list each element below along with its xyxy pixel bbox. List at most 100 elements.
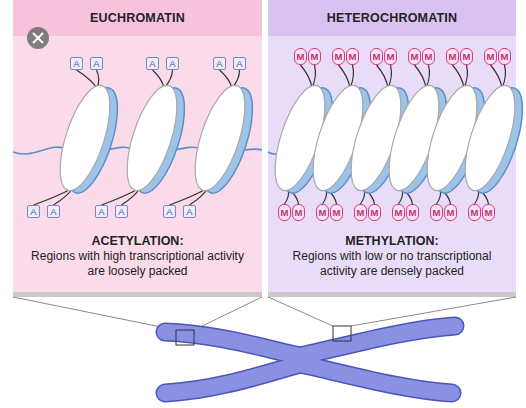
- description-block: METHYLATION:Regions with low or no trans…: [276, 233, 508, 279]
- tag-letter: A: [30, 206, 36, 217]
- methyl-tag: M: [482, 204, 495, 221]
- tag-letter: A: [186, 206, 192, 217]
- description-text: Regions with low or no transcriptional a…: [276, 249, 508, 279]
- tag-letter: M: [349, 51, 357, 62]
- methyl-tag: M: [332, 48, 345, 65]
- tag-letter: A: [149, 58, 155, 69]
- tag-letter: M: [411, 51, 419, 62]
- methyl-tag: M: [392, 204, 405, 221]
- chromatin-panel: HETEROCHROMATIN METHYLATION:Regions with …: [268, 0, 516, 292]
- tag-letter: A: [93, 58, 99, 69]
- panel-heading: HETEROCHROMATIN: [268, 0, 516, 36]
- methyl-tag: M: [484, 48, 497, 65]
- panel-base: [13, 292, 262, 297]
- tag-letter: M: [485, 207, 493, 218]
- methyl-tag: M: [498, 48, 511, 65]
- tag-letter: A: [169, 58, 175, 69]
- tag-letter: M: [447, 207, 455, 218]
- tag-letter: A: [236, 58, 242, 69]
- histone-tail: [350, 65, 353, 88]
- tag-letter: M: [357, 207, 365, 218]
- methyl-tag: M: [368, 204, 381, 221]
- acetyl-tag: A: [163, 205, 176, 218]
- histone-tail: [339, 65, 351, 88]
- tag-letter: M: [297, 51, 305, 62]
- methyl-tag: M: [408, 48, 421, 65]
- panel-fill: [13, 0, 262, 292]
- methyl-tag: M: [330, 204, 343, 221]
- nucleosome: [50, 80, 128, 199]
- histone-tail: [153, 70, 165, 88]
- methyl-tag: M: [294, 48, 307, 65]
- zoom-box: [333, 326, 351, 341]
- description-block: ACETYLATION:Regions with high transcript…: [21, 233, 254, 279]
- tag-letter: M: [311, 51, 319, 62]
- tag-letter: M: [281, 207, 289, 218]
- histone-tail: [301, 65, 313, 88]
- methyl-tag: M: [316, 204, 329, 221]
- tag-letter: M: [433, 207, 441, 218]
- histone-tail: [453, 65, 465, 88]
- histone-tail: [415, 65, 427, 88]
- methyl-tag: M: [460, 48, 473, 65]
- tag-letter: M: [449, 51, 457, 62]
- methyl-tag: M: [370, 48, 383, 65]
- acetyl-tag: A: [70, 57, 83, 70]
- chromatin-panel: EUCHROMATIN ACETYLATION:Regions with high…: [13, 0, 262, 292]
- panel-base: [268, 292, 516, 297]
- header-band: [13, 0, 262, 36]
- methyl-tag: M: [308, 48, 321, 65]
- acetyl-tag: A: [47, 205, 60, 218]
- tag-letter: M: [409, 207, 417, 218]
- acetyl-tag: A: [183, 205, 196, 218]
- tag-letter: M: [387, 51, 395, 62]
- panel-heading: EUCHROMATIN: [13, 0, 262, 36]
- tag-letter: A: [73, 58, 79, 69]
- tag-letter: M: [463, 51, 471, 62]
- acetyl-tag: A: [213, 57, 226, 70]
- histone-tail: [502, 65, 505, 88]
- methyl-tag: M: [346, 48, 359, 65]
- tag-letter: A: [216, 58, 222, 69]
- histone-tail: [426, 65, 429, 88]
- methyl-tag: M: [446, 48, 459, 65]
- methyl-tag: M: [430, 204, 443, 221]
- methyl-tag: M: [278, 204, 291, 221]
- header-band: [268, 0, 516, 36]
- tag-letter: M: [371, 207, 379, 218]
- nucleosome: [185, 80, 263, 199]
- histone-tail: [388, 65, 391, 88]
- methyl-tag: M: [444, 204, 457, 221]
- nucleosome: [455, 80, 526, 199]
- histone-tail: [312, 65, 315, 88]
- tag-letter: M: [471, 207, 479, 218]
- tag-letter: M: [319, 207, 327, 218]
- methyl-tag: M: [384, 48, 397, 65]
- acetyl-tag: A: [166, 57, 179, 70]
- histone-tail: [220, 70, 233, 88]
- nucleosome: [117, 80, 195, 199]
- tag-letter: M: [333, 207, 341, 218]
- tag-letter: M: [395, 207, 403, 218]
- acetyl-tag: A: [233, 57, 246, 70]
- methyl-tag: M: [354, 204, 367, 221]
- methyl-tag: M: [292, 204, 305, 221]
- methyl-tag: M: [422, 48, 435, 65]
- histone-tail: [464, 65, 467, 88]
- tag-letter: A: [50, 206, 56, 217]
- close-icon: [27, 27, 49, 49]
- tag-letter: M: [373, 51, 381, 62]
- histone-tail: [77, 70, 98, 88]
- tag-letter: M: [425, 51, 433, 62]
- acetyl-tag: A: [146, 57, 159, 70]
- histone-tail: [377, 65, 389, 88]
- tag-letter: M: [295, 207, 303, 218]
- acetyl-tag: A: [90, 57, 103, 70]
- description-text: Regions with high transcriptional activi…: [21, 249, 254, 279]
- acetyl-tag: A: [27, 205, 40, 218]
- histone-tails: [34, 65, 506, 205]
- acetyl-tag: A: [95, 205, 108, 218]
- tag-letter: A: [118, 206, 124, 217]
- tag-letter: A: [98, 206, 104, 217]
- acetyl-tag: A: [115, 205, 128, 218]
